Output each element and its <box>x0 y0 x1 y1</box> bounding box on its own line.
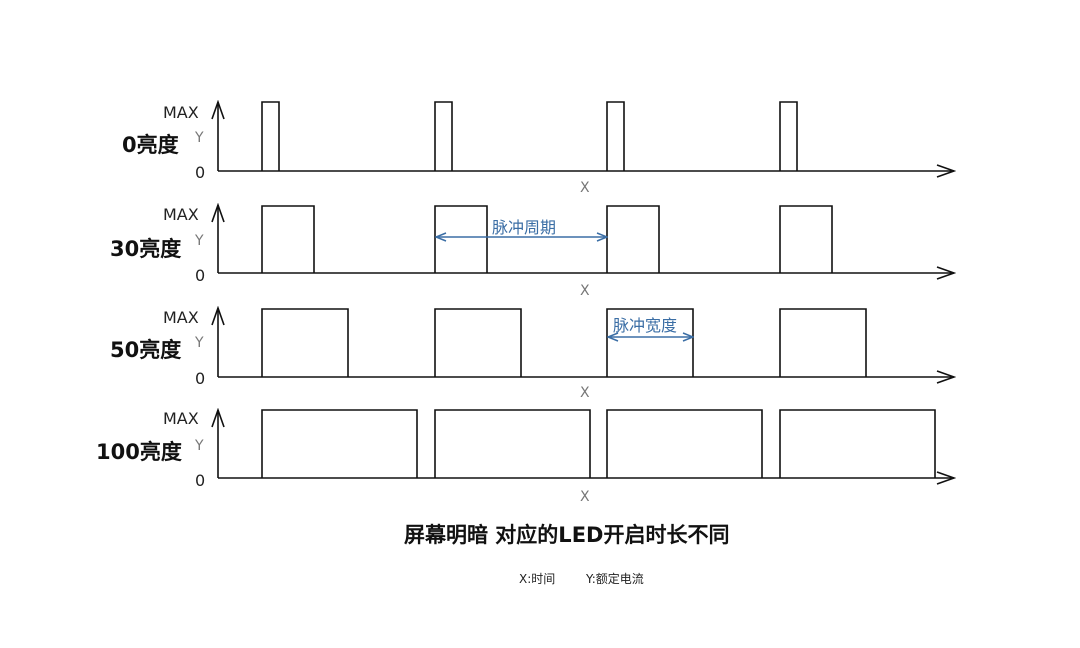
pulse-4 <box>779 205 833 273</box>
pulse-train <box>261 205 833 273</box>
pulse-3 <box>606 308 694 377</box>
zero-label: 0 <box>195 266 205 285</box>
pulse-1 <box>261 409 418 478</box>
max-label: MAX <box>163 308 199 327</box>
y-label: Y <box>194 335 204 351</box>
row-label: 100亮度 <box>96 440 182 464</box>
pulse-1 <box>261 308 349 377</box>
period-annotation: 脉冲周期 <box>492 218 556 237</box>
pulse-4 <box>779 308 867 377</box>
max-label: MAX <box>163 103 199 122</box>
pulse-4 <box>779 409 936 478</box>
x-label: X <box>580 180 590 196</box>
width-annotation: 脉冲宽度 <box>613 316 677 335</box>
row-2: MAX Y 50亮度 0 X 脉冲宽度 <box>110 308 954 401</box>
y-label: Y <box>194 130 204 146</box>
row-1: MAX Y 30亮度 0 X 脉冲周期 <box>110 205 954 299</box>
row-label: 0亮度 <box>122 133 179 157</box>
y-label: Y <box>194 438 204 454</box>
max-label: MAX <box>163 205 199 224</box>
max-label: MAX <box>163 409 199 428</box>
pulse-3 <box>606 205 660 273</box>
row-3: MAX Y 100亮度 0 X <box>96 409 954 505</box>
zero-label: 0 <box>195 369 205 388</box>
pulse-train <box>261 409 936 478</box>
y-label: Y <box>194 233 204 249</box>
legend-y: Y:额定电流 <box>585 571 644 586</box>
row-label: 30亮度 <box>110 237 181 261</box>
pulse-train <box>261 101 798 171</box>
x-label: X <box>580 283 590 299</box>
pulse-train <box>261 308 867 377</box>
x-label: X <box>580 489 590 505</box>
pulse-2 <box>434 409 591 478</box>
x-label: X <box>580 385 590 401</box>
pulse-2 <box>434 101 453 171</box>
zero-label: 0 <box>195 163 205 182</box>
diagram-caption: 屏幕明暗 对应的LED开启时长不同 <box>404 523 729 547</box>
pulse-3 <box>606 101 625 171</box>
legend-x: X:时间 <box>519 572 555 586</box>
row-label: 50亮度 <box>110 338 181 362</box>
row-0: MAX Y 0亮度 0 X <box>122 102 954 196</box>
zero-label: 0 <box>195 471 205 490</box>
pulse-2 <box>434 205 488 273</box>
pulse-1 <box>261 205 315 273</box>
pulse-2 <box>434 308 522 377</box>
pulse-3 <box>606 409 763 478</box>
pulse-4 <box>779 101 798 171</box>
pulse-1 <box>261 101 280 171</box>
